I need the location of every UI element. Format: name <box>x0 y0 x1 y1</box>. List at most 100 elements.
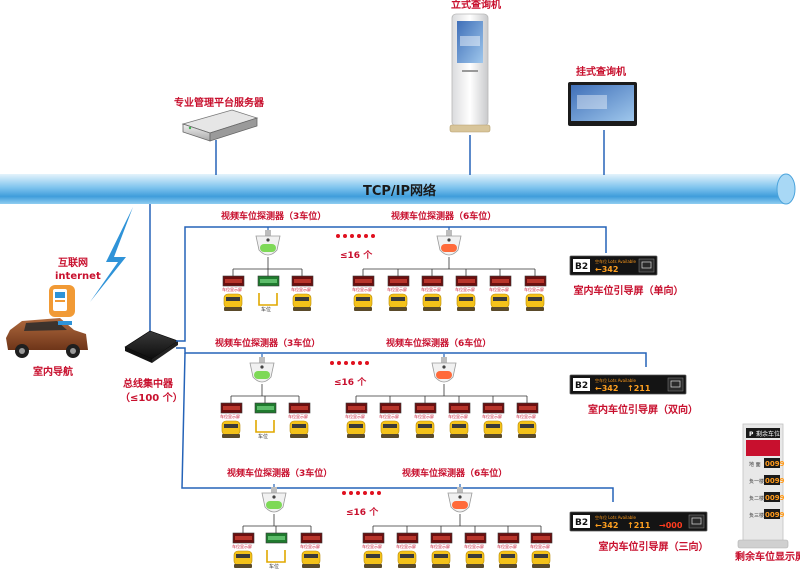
car-windshield <box>434 554 448 558</box>
car-windshield <box>493 297 507 301</box>
space-lamp <box>430 532 453 544</box>
lamp-led-strip <box>399 536 416 540</box>
slot-outline <box>258 293 278 306</box>
parked-car-icon <box>525 293 545 311</box>
internet-label-cn: 互联网 <box>58 256 88 269</box>
car-bumper <box>491 307 509 311</box>
network-drops <box>149 130 605 332</box>
space-lamp <box>455 275 478 287</box>
lamp-caption: 车位显示屏 <box>352 286 372 292</box>
parked-car-icon <box>422 293 442 311</box>
lamp-caption: 车位显示屏 <box>222 286 242 292</box>
car-windshield <box>486 424 500 428</box>
lamp-caption: 车位显示屏 <box>430 543 450 549</box>
guide-icon-box <box>638 258 655 273</box>
lamp-led-strip <box>268 536 285 540</box>
space-lamp <box>530 532 553 544</box>
lamp-caption: 车位显示屏 <box>482 413 502 419</box>
space-lamp <box>524 275 547 287</box>
detector-lens <box>447 238 451 242</box>
space-lamp <box>464 532 487 544</box>
dot <box>337 361 341 365</box>
car-bumper <box>532 564 550 568</box>
guide-zone: B2 <box>575 381 588 391</box>
parked-car-icon <box>397 550 417 568</box>
lamp-caption: 车位显示屏 <box>362 543 382 549</box>
guide-screen-frame <box>569 374 687 395</box>
car-bumper <box>398 564 416 568</box>
detector-led <box>266 501 282 509</box>
detector-count-label: ≤16 个 <box>340 249 373 261</box>
lamp-caption: 车位显示屏 <box>345 413 365 419</box>
car-windshield <box>356 297 370 301</box>
detector3-label: 视频车位探测器（3车位） <box>221 210 326 222</box>
network-label: TCP/IP网络 <box>363 183 436 199</box>
space-lamp <box>396 532 419 544</box>
slot-caption: 车位 <box>261 306 271 313</box>
car-bumper <box>526 307 544 311</box>
guide-caption: 室内车位引导屏（单向） <box>574 284 684 297</box>
parked-car-icon <box>483 420 503 438</box>
wall-terminal-label: 挂式查询机 <box>576 65 626 78</box>
lamp-caption: 车位显示屏 <box>448 413 468 419</box>
detector-mount <box>457 487 463 493</box>
parked-car-icon <box>353 293 373 311</box>
lamp-led-strip <box>533 536 550 540</box>
car-bumper <box>234 564 252 568</box>
parked-car-icon <box>465 550 485 568</box>
dot <box>349 491 353 495</box>
detector-mount <box>265 230 271 236</box>
dot <box>363 491 367 495</box>
guide-title: 空车位 Lots Available <box>595 514 636 520</box>
car-nav-label: 室内导航 <box>33 365 73 378</box>
car-bumper <box>484 434 502 438</box>
car-windshield <box>452 424 466 428</box>
lamp-caption: 车位显示屏 <box>530 543 550 549</box>
video-detector <box>249 357 275 383</box>
car-bumper <box>222 434 240 438</box>
car-bumper <box>389 307 407 311</box>
car-bumper <box>416 434 434 438</box>
detector-row-2: 视频车位探测器（3车位）视频车位探测器（6车位）≤16 个车位显示屏车位车位显示… <box>215 337 698 440</box>
dot <box>351 361 355 365</box>
detector-lens <box>260 365 264 369</box>
detector-led <box>254 371 270 379</box>
car-bumper <box>354 307 372 311</box>
guide-value: ↑211 <box>627 521 651 530</box>
lamp-led-strip <box>451 406 468 410</box>
hub-label-line2: （≤100 个） <box>120 391 183 404</box>
space-lamp <box>345 402 368 414</box>
lamp-caption: 车位显示屏 <box>524 286 544 292</box>
dot <box>330 361 334 365</box>
remain-row-label: 负三楼 <box>749 512 764 519</box>
kiosk-screen <box>457 21 483 63</box>
car-bumper <box>290 434 308 438</box>
remain-row-value: 0099 <box>765 494 785 502</box>
detector-row-3: 视频车位探测器（3车位）视频车位探测器（6车位）≤16 个车位显示屏车位车位显示… <box>227 467 709 570</box>
space-lamp <box>482 402 505 414</box>
detector-row-1: 视频车位探测器（3车位）视频车位探测器（6车位）≤16 个车位显示屏车位车位显示… <box>221 210 684 313</box>
car-bumper <box>224 307 242 311</box>
car-bumper <box>423 307 441 311</box>
detector6-label: 视频车位探测器（6车位） <box>386 337 491 349</box>
lamp-caption: 车位显示屏 <box>464 543 484 549</box>
car-windshield <box>468 554 482 558</box>
guide-caption: 室内车位引导屏（双向） <box>588 403 698 416</box>
standing-kiosk: 立式查询机 <box>449 0 501 133</box>
guide-icon-box <box>688 514 705 529</box>
internet-link: 互联网 internet <box>55 207 133 302</box>
slot-outline <box>255 420 275 433</box>
dot <box>344 361 348 365</box>
lamp-led-strip <box>365 536 382 540</box>
lamp-led-strip <box>492 279 509 283</box>
dot <box>343 234 347 238</box>
lamp-caption: 车位显示屏 <box>232 543 252 549</box>
remain-row-value: 0099 <box>765 511 785 519</box>
lamp-caption: 车位显示屏 <box>414 413 434 419</box>
lamp-led-strip <box>257 406 274 410</box>
car-windshield <box>295 297 309 301</box>
detector-led <box>436 371 452 379</box>
